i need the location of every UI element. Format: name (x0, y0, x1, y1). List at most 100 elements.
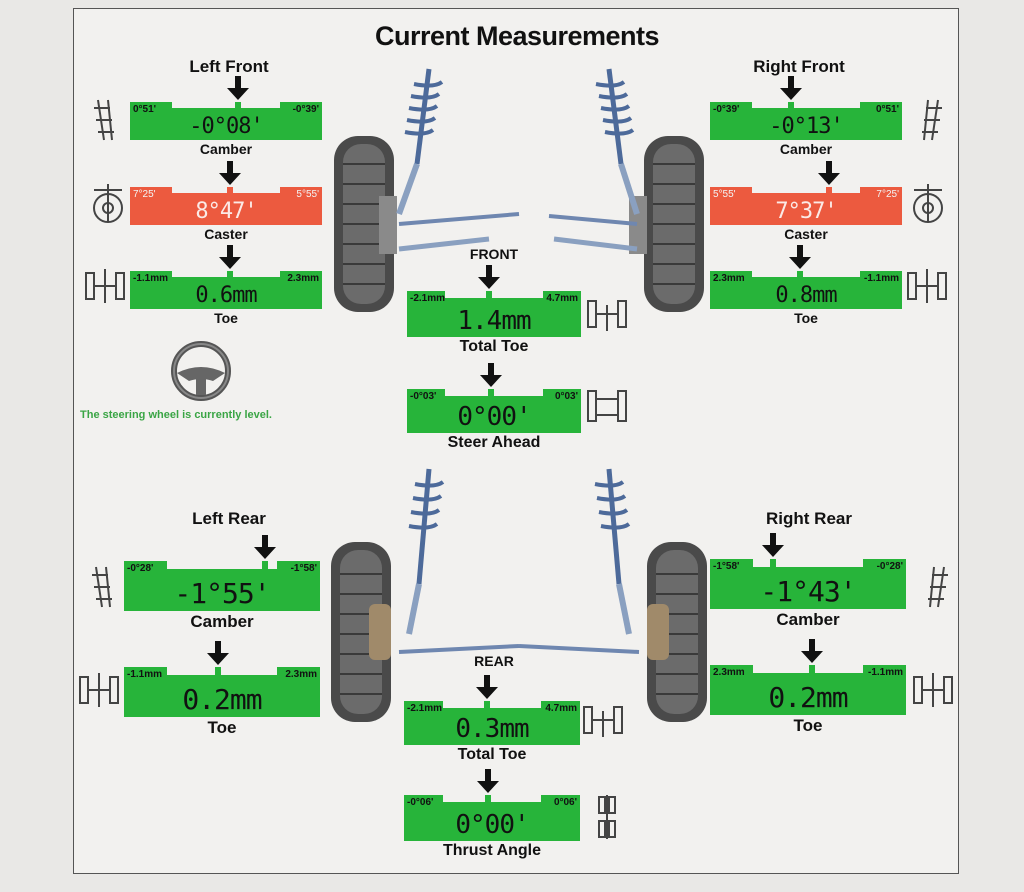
arrow-head (818, 173, 841, 185)
gauge-indicator (787, 102, 794, 120)
arrow-head (761, 545, 784, 557)
arrow-stem (826, 161, 833, 173)
gauge-label: Thrust Angle (442, 842, 542, 859)
gauge-max-limit: -1.1mm (863, 273, 899, 284)
gauge-value: 0.2mm (768, 681, 848, 714)
gauge-limit-right (863, 665, 906, 715)
gauge-label: Camber (776, 610, 840, 629)
camber-icon (92, 566, 112, 608)
arrow-stem (215, 641, 222, 653)
gauge-limit-left (404, 701, 443, 745)
rear-left-wheel-icon (331, 542, 391, 722)
gauge-min-limit: -2.1mm (410, 293, 446, 304)
gauge-max-limit: -1°58' (290, 563, 317, 574)
gauge-max-limit: 4.7mm (546, 293, 578, 304)
gauge-label: Camber (190, 612, 254, 631)
gauge-limit-right (543, 291, 581, 337)
arrow-head (800, 651, 823, 663)
lf-caster-gauge: 7°25'5°55'8°47'Caster (130, 187, 322, 242)
gauge-indicator (262, 561, 269, 584)
toe-icon (79, 673, 119, 707)
arrow-stem (797, 245, 804, 257)
rr-camber-gauge: -1°58'-0°28'-1°43'Camber (710, 559, 906, 629)
gauge-value: 1.4mm (457, 306, 531, 336)
gauge-indicator (234, 102, 241, 120)
gauge-value: -0°08' (189, 114, 263, 139)
gauge-min-limit: -1.1mm (133, 273, 169, 284)
gauge-min-limit: -0°28' (127, 563, 154, 574)
lf-camber-gauge: 0°51'-0°39'-0°08'Camber (130, 102, 322, 157)
gauge-min-limit: -0°06' (407, 797, 434, 808)
page-title: Current Measurements (374, 21, 660, 51)
front-left-strut-icon (396, 68, 520, 252)
gauge-max-limit: -0°28' (876, 561, 903, 572)
arrow-head (226, 88, 249, 100)
arrow-head (475, 687, 498, 699)
rear-suspension-illustration (331, 468, 707, 722)
arrow-stem (808, 639, 815, 651)
gauge-indicator (226, 271, 233, 289)
front-left-wheel-icon (334, 136, 397, 312)
arrow-stem (226, 161, 233, 173)
arrow-stem (487, 363, 494, 375)
total-toe-icon (583, 706, 623, 737)
steer-ahead-icon (587, 390, 627, 422)
gauge-min-limit: -0°39' (713, 104, 740, 115)
gauge-limit-right (543, 389, 581, 433)
gauge-limit-left (130, 102, 172, 140)
rear-left-strut-icon (398, 468, 520, 654)
arrow-head (254, 547, 277, 559)
gauge-max-limit: 2.3mm (285, 669, 317, 680)
gauge-indicator (485, 795, 492, 816)
gauge-value: 7°37' (775, 199, 837, 224)
rf-caster-gauge: 5°55'7°25'7°37'Caster (710, 187, 902, 242)
gauge-label: Toe (793, 716, 823, 735)
section-left-rear: Left Rear (192, 509, 266, 528)
gauge-label: Caster (784, 226, 828, 242)
gauge-limit-right (280, 102, 322, 140)
lr-camber-gauge: -0°28' -1°58' -1°55' Camber (124, 561, 320, 631)
gauge-max-limit: 7°25' (876, 189, 899, 200)
gauge-value: -1°55' (174, 577, 270, 610)
gauge-max-limit: 0°03' (554, 391, 578, 402)
gauge-limit-right (860, 187, 902, 225)
gauge-min-limit: -1.1mm (127, 669, 163, 680)
gauge-label: Total Toe (459, 338, 529, 355)
section-right-front: Right Front (753, 57, 845, 76)
measurement-sheet: Current Measurements Left Front Right Fr… (73, 8, 959, 874)
gauge-max-limit: -1.1mm (867, 667, 903, 678)
gauge-limit-right (863, 559, 906, 609)
gauge-indicator (485, 291, 492, 312)
gauge-limit-left (407, 389, 445, 433)
gauge-limit-left (710, 271, 752, 309)
gauge-indicator (797, 271, 804, 289)
caster-icon (93, 184, 123, 223)
toe-icon (913, 673, 953, 707)
gauge-limit-right (280, 187, 322, 225)
gauge-max-limit: 0°51' (875, 104, 899, 115)
gauge-min-limit: 2.3mm (713, 667, 745, 678)
gauge-label: Caster (204, 226, 248, 242)
toe-icon (907, 269, 947, 303)
gauge-limit-left (124, 667, 167, 717)
gauge-indicator (483, 701, 490, 721)
arrow-head (218, 257, 241, 269)
gauge-value: 0.3mm (455, 714, 529, 744)
gauge-limit-left (710, 665, 753, 715)
total-toe-icon (587, 300, 627, 331)
gauge-label: Total Toe (457, 746, 527, 763)
gauge-value: 0.8mm (775, 283, 837, 308)
gauge-indicator (769, 559, 776, 582)
gauge-max-limit: 5°55' (296, 189, 319, 200)
arrow-stem (485, 769, 492, 781)
gauge-indicator (487, 389, 494, 409)
gauge-limit-right (860, 102, 902, 140)
gauge-max-limit: 0°06' (553, 797, 577, 808)
gauge-indicator (215, 667, 222, 690)
camber-icon (94, 99, 114, 141)
